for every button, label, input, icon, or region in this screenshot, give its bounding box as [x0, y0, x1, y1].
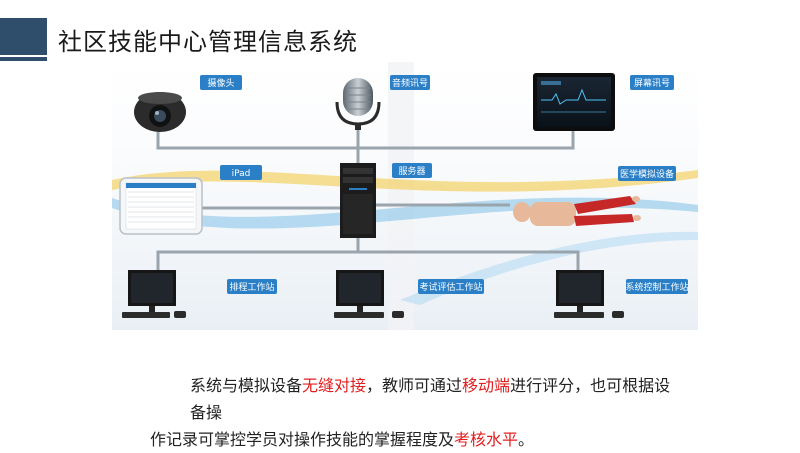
label-ws-control-text: 系统控制工作站	[625, 281, 688, 293]
workstation-exam-device	[334, 270, 404, 318]
caption-text: 进行评分，也可根据设备操	[190, 376, 671, 422]
caption-highlight: 移动端	[462, 376, 511, 395]
server-device	[340, 163, 376, 238]
swoosh-blue-lower	[400, 231, 698, 305]
connectors	[156, 128, 580, 272]
screen-device	[533, 73, 615, 131]
caption-text: 。	[518, 430, 535, 449]
caption-highlight: 考核水平	[454, 430, 519, 449]
ipad-device	[119, 177, 203, 235]
workstation-control-device	[554, 270, 624, 318]
label-ws-control	[626, 279, 688, 294]
label-manikin	[618, 166, 676, 181]
label-screen-text: 屏幕讯号	[634, 77, 670, 89]
label-ipad	[220, 165, 262, 180]
label-server	[392, 163, 432, 178]
label-screen	[630, 75, 674, 90]
caption-text: ，教师可通过	[366, 376, 463, 395]
caption-text: 系统与模拟设备	[190, 376, 303, 395]
caption: 系统与模拟设备无缝对接，教师可通过移动端进行评分，也可根据设备操 作记录可掌控学…	[142, 372, 682, 453]
label-camera	[200, 75, 242, 90]
page-title: 社区技能中心管理信息系统	[58, 28, 358, 56]
header-accent-block	[0, 18, 47, 55]
microphone-device	[335, 78, 381, 130]
label-server-text: 服务器	[398, 165, 425, 177]
label-microphone-text: 音频讯号	[392, 77, 428, 89]
manikin-device	[513, 196, 641, 226]
label-microphone	[390, 75, 430, 90]
label-manikin-text: 医学模拟设备	[620, 168, 674, 180]
camera-device	[134, 92, 186, 132]
label-ipad-text: iPad	[232, 169, 251, 179]
caption-text: 作记录可掌控学员对操作技能的掌握程度及	[150, 430, 455, 449]
caption-line-2: 作记录可掌控学员对操作技能的掌握程度及考核水平。	[142, 426, 682, 453]
label-ws-schedule-text: 排程工作站	[229, 281, 274, 293]
caption-highlight: 无缝对接	[302, 376, 367, 395]
label-ws-exam-text: 考试评估工作站	[419, 281, 482, 293]
label-ws-schedule	[227, 279, 277, 294]
label-ws-exam	[418, 279, 484, 294]
workstation-schedule-device	[122, 270, 186, 318]
label-camera-text: 摄像头	[207, 77, 234, 89]
background-column	[388, 62, 414, 330]
caption-line-1: 系统与模拟设备无缝对接，教师可通过移动端进行评分，也可根据设备操	[142, 372, 682, 426]
header-accent-underline	[0, 57, 47, 61]
